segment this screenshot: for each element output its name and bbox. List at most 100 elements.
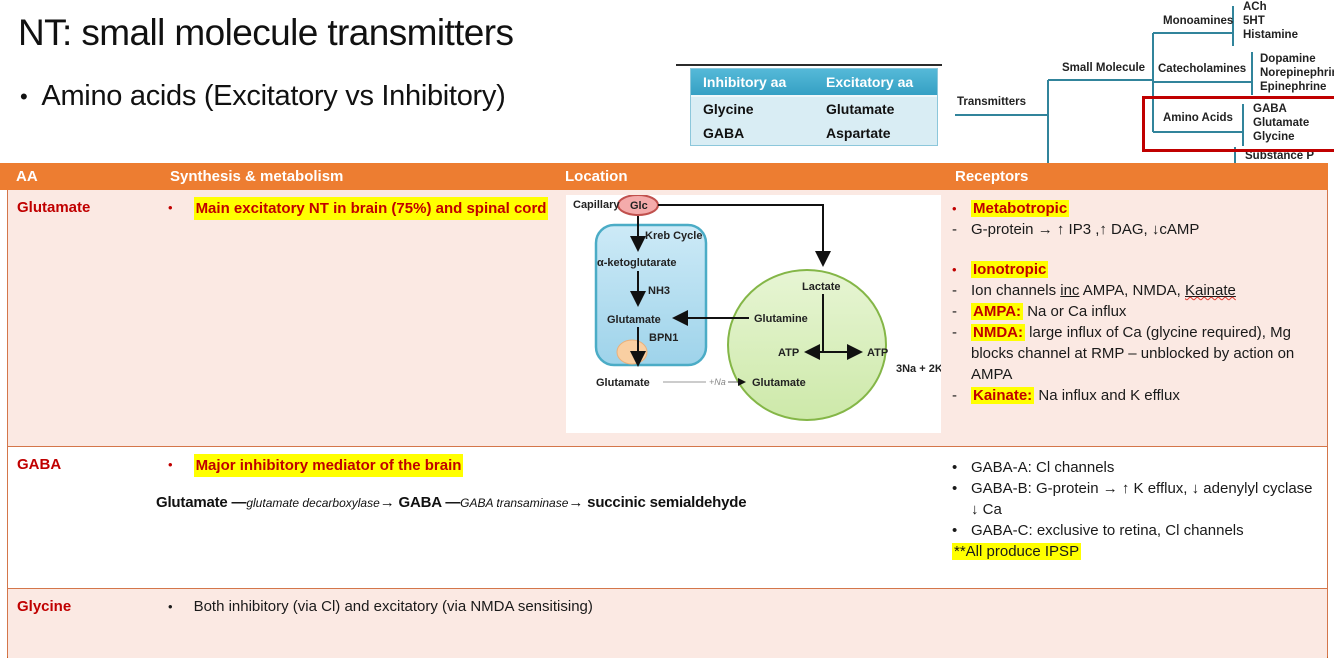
receptor-line: - Kainate: Na influx and K efflux bbox=[952, 385, 1324, 406]
mini-table-row: GABA Aspartate bbox=[691, 121, 937, 145]
bullet-icon: • bbox=[168, 457, 173, 472]
transmitter-tree: Transmitters Small Molecule Monoamines A… bbox=[940, 0, 1334, 163]
ion-channels-text: Ion channels bbox=[971, 282, 1061, 299]
receptor-line: - NMDA: large influx of Ca (glycine requ… bbox=[952, 322, 1324, 385]
page-title: NT: small molecule transmitters bbox=[18, 12, 514, 53]
glutamate-synthesis: • Main excitatory NT in brain (75%) and … bbox=[168, 197, 549, 220]
column-header-receptors: Receptors bbox=[955, 168, 1029, 185]
glycine-detail-line: • Both inhibitory (via Cl) and excitator… bbox=[168, 596, 593, 617]
tree-leaf: Glycine bbox=[1253, 131, 1295, 143]
table-row-glutamate: Glutamate • Main excitatory NT in brain … bbox=[8, 190, 1327, 446]
tree-leaf: ACh bbox=[1243, 1, 1267, 13]
glutamate-location-diagram: Capillary Glc Kreb Cycle α-ketoglutarate… bbox=[566, 194, 943, 433]
gaba-receptors: • GABA-A: Cl channels • GABA-B: G-protei… bbox=[952, 457, 1324, 562]
divider-line bbox=[676, 64, 942, 66]
ampa-detail: Na or Ca influx bbox=[1023, 303, 1127, 320]
amino-acid-mini-table: Inhibitory aa Excitatory aa Glycine Glut… bbox=[690, 68, 938, 146]
label-atp-right: ATP bbox=[867, 347, 888, 359]
dash-icon: - bbox=[952, 221, 957, 238]
table-body: Glutamate • Main excitatory NT in brain … bbox=[7, 190, 1328, 658]
kainate-detail: Na influx and K efflux bbox=[1034, 387, 1180, 404]
glycine-detail: Both inhibitory (via Cl) and excitatory … bbox=[193, 598, 593, 615]
receptor-line: • GABA-B: G-protein → ↑ K efflux, ↓ aden… bbox=[952, 478, 1324, 520]
tree-node-monoamines: Monoamines bbox=[1163, 15, 1234, 27]
ionotropic-label: Ionotropic bbox=[971, 261, 1049, 278]
nmda-label: NMDA: bbox=[971, 324, 1025, 341]
mini-table-header-excitatory: Excitatory aa bbox=[814, 69, 937, 97]
kainate-label: Kainate: bbox=[971, 387, 1035, 404]
dash-icon: - bbox=[952, 324, 957, 341]
metabolism-diagram: Capillary Glc Kreb Cycle α-ketoglutarate… bbox=[573, 194, 943, 421]
bullet-icon: • bbox=[168, 200, 173, 215]
diagram-arrows bbox=[630, 204, 863, 386]
bullet-icon: • bbox=[952, 459, 958, 476]
pathway-dash: — bbox=[445, 494, 461, 511]
pathway-ssa: → succinic semialdehyde bbox=[568, 494, 747, 511]
label-glutamate-out: Glutamate bbox=[596, 377, 650, 389]
label-lactate: Lactate bbox=[802, 281, 841, 293]
bullet-icon: • bbox=[952, 522, 958, 539]
mini-table-cell: Glycine bbox=[703, 101, 754, 117]
tree-node-small-molecule: Small Molecule bbox=[1062, 62, 1146, 74]
dash-icon: - bbox=[952, 303, 957, 320]
mini-table-header-row: Inhibitory aa Excitatory aa bbox=[691, 69, 937, 97]
nmda-detail: large influx of Ca (glycine required), M… bbox=[971, 324, 1295, 383]
diagram-labels: Capillary Glc Kreb Cycle α-ketoglutarate… bbox=[573, 199, 943, 389]
glutamate-receptors: • Metabotropic - G-protein → ↑ IP3 ,↑ DA… bbox=[952, 198, 1324, 406]
label-bpn1: BPN1 bbox=[649, 332, 678, 344]
bullet-icon: • bbox=[952, 262, 957, 277]
tree-node-catecholamines: Catecholamines bbox=[1158, 63, 1247, 75]
label-akg: α-ketoglutarate bbox=[597, 257, 677, 269]
table-header-row: AA Synthesis & metabolism Location Recep… bbox=[0, 163, 1328, 190]
ion-channels-text: AMPA, NMDA, bbox=[1079, 282, 1185, 299]
spacer bbox=[952, 240, 1324, 259]
bullet-icon: • bbox=[20, 83, 28, 109]
tree-node-amino-acids: Amino Acids bbox=[1163, 112, 1233, 124]
gaba-c: GABA-C: exclusive to retina, Cl channels bbox=[971, 522, 1244, 539]
row-label-glutamate: Glutamate bbox=[17, 199, 91, 216]
subtitle-bullet-line: • Amino acids (Excitatory vs Inhibitory) bbox=[20, 80, 506, 113]
label-pump-3na2k: 3Na + 2K bbox=[896, 363, 941, 375]
label-atp-left: ATP bbox=[778, 347, 799, 359]
label-glutamate-in: Glutamate bbox=[607, 314, 661, 326]
label-glc: Glc bbox=[630, 200, 648, 212]
bullet-icon: • bbox=[952, 201, 957, 216]
tree-leaf: Dopamine bbox=[1260, 53, 1316, 65]
gaba-synthesis-pathway: Glutamate —glutamate decarboxylase→ GABA… bbox=[156, 494, 747, 511]
table-row-glycine: Glycine • Both inhibitory (via Cl) and e… bbox=[8, 588, 1327, 658]
row-label-glycine: Glycine bbox=[17, 598, 72, 615]
mini-table-row: Glycine Glutamate bbox=[691, 97, 937, 121]
column-header-synthesis: Synthesis & metabolism bbox=[170, 168, 344, 185]
receptor-note-line: **All produce IPSP bbox=[952, 541, 1324, 562]
label-capillary: Capillary bbox=[573, 199, 620, 211]
receptor-line: • Ionotropic bbox=[952, 259, 1324, 280]
tree-node-transmitters: Transmitters bbox=[957, 96, 1027, 108]
mini-table-cell: Glutamate bbox=[826, 101, 895, 117]
table-row-gaba: GABA • Major inhibitory mediator of the … bbox=[8, 446, 1327, 588]
glutamate-synthesis-highlight: Main excitatory NT in brain (75%) and sp… bbox=[193, 197, 549, 220]
tree-leaf: Substance P bbox=[1245, 150, 1315, 162]
bullet-icon: • bbox=[952, 480, 958, 497]
ampa-label: AMPA: bbox=[971, 303, 1024, 320]
label-glutamate-astro: Glutamate bbox=[752, 377, 806, 389]
tree-leaf: GABA bbox=[1253, 103, 1287, 115]
tree-leaf: Histamine bbox=[1243, 29, 1298, 41]
row-label-gaba: GABA bbox=[17, 456, 62, 473]
column-header-aa: AA bbox=[16, 168, 38, 185]
mini-table-cell: Aspartate bbox=[826, 125, 891, 141]
receptor-line: • Metabotropic bbox=[952, 198, 1324, 219]
gaba-synthesis: • Major inhibitory mediator of the brain bbox=[168, 454, 464, 477]
receptor-line: - G-protein → ↑ IP3 ,↑ DAG, ↓cAMP bbox=[952, 219, 1324, 240]
pathway-glutamate: Glutamate bbox=[156, 494, 232, 511]
gaba-a: GABA-A: Cl channels bbox=[971, 459, 1115, 476]
receptor-line: - Ion channels inc AMPA, NMDA, Kainate bbox=[952, 280, 1324, 301]
label-kreb-cycle: Kreb Cycle bbox=[645, 230, 702, 242]
bullet-icon: • bbox=[168, 599, 173, 614]
column-header-location: Location bbox=[565, 168, 628, 185]
tree-leaf: Glutamate bbox=[1253, 117, 1310, 129]
tree-leaf: Norepinephrine bbox=[1260, 67, 1334, 79]
subtitle-text: Amino acids (Excitatory vs Inhibitory) bbox=[41, 80, 506, 112]
pathway-enzyme-gaba-t: GABA transaminase bbox=[460, 496, 569, 510]
tree-leaf: 5HT bbox=[1243, 15, 1265, 27]
